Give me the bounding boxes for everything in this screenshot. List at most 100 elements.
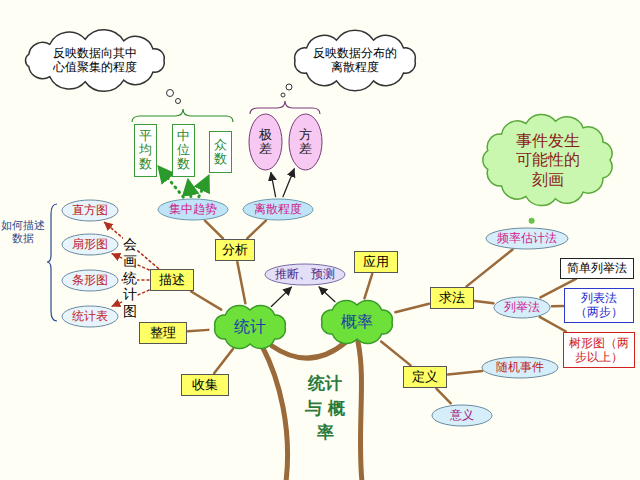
node-text: 描述 xyxy=(159,272,185,288)
node-text: 极差 xyxy=(259,128,272,157)
brace xyxy=(132,109,233,122)
branch-connector xyxy=(188,330,208,331)
branch-connector xyxy=(395,304,429,313)
method-box: 列表法（两步） xyxy=(564,288,634,323)
cloud-shape xyxy=(483,114,612,205)
node-text: 直方图 xyxy=(72,203,108,217)
node-text: 概率 xyxy=(341,312,373,331)
node-text: 统计 xyxy=(234,317,266,336)
dotg-connector xyxy=(188,179,191,196)
node-text: 整理 xyxy=(150,325,176,341)
method-ellipse: 意义 xyxy=(431,404,493,427)
method-box: 简单列举法 xyxy=(560,258,634,279)
node-text: 统计表 xyxy=(72,309,108,323)
trunk-left xyxy=(262,346,288,480)
topic-box: 应用 xyxy=(354,251,398,273)
brace-top xyxy=(132,109,233,122)
ellipse-shape xyxy=(62,270,118,291)
dotg-connector xyxy=(199,176,209,197)
branch-connector xyxy=(237,262,245,303)
brace xyxy=(250,101,320,114)
measure-ellipse: 方差 xyxy=(288,113,323,171)
tree-trunk xyxy=(262,342,362,480)
branch-connector xyxy=(448,371,482,375)
cloud-shape xyxy=(322,301,393,344)
node-text: 列表法（两步） xyxy=(571,291,627,320)
node-text: 随机事件 xyxy=(496,360,544,374)
brace-left xyxy=(47,204,57,321)
method-ellipse: 频率估计法 xyxy=(485,227,569,250)
thought-bubbles xyxy=(167,84,293,104)
chart-type-ellipse: 统计表 xyxy=(61,305,119,328)
arrowk-connector xyxy=(271,287,291,306)
branch-connector xyxy=(436,389,450,404)
ellipse-shape xyxy=(249,114,282,170)
cloud-shape xyxy=(26,29,165,91)
node-text: 收集 xyxy=(192,377,218,393)
bubble xyxy=(281,93,285,97)
node-text: 众数 xyxy=(214,138,227,167)
node-text: 树形图（两步以上） xyxy=(569,336,629,365)
brace-top xyxy=(250,101,320,114)
root-cloud: 概率 xyxy=(316,299,398,345)
node-text: 简单列举法 xyxy=(567,261,627,275)
measure-box: 众数 xyxy=(209,131,232,173)
branch-connector xyxy=(364,274,372,298)
concept-ellipse: 离散程度 xyxy=(242,198,314,221)
topic-box: 整理 xyxy=(139,322,187,344)
chart-type-ellipse: 直方图 xyxy=(61,199,119,222)
node-text: 条形图 xyxy=(72,273,108,287)
branch-connector xyxy=(467,250,513,287)
node-text: 分析 xyxy=(222,242,248,258)
node-text: 集中趋势 xyxy=(169,202,217,216)
arrowk-connector xyxy=(271,173,276,197)
node-text: 事件发生 可能性的 刻画 xyxy=(513,131,583,189)
concept-ellipse: 集中趋势 xyxy=(157,198,229,221)
branch-connector xyxy=(247,221,266,239)
node-text: 应用 xyxy=(363,254,389,270)
ellipse-shape xyxy=(158,199,228,220)
topic-box: 求法 xyxy=(430,287,474,309)
measure-ellipse: 极差 xyxy=(248,113,283,171)
bubble xyxy=(286,84,292,90)
branch-connector xyxy=(205,221,223,239)
thought-cloud: 反映数据分布的离散程度 xyxy=(289,33,421,88)
branch-connector xyxy=(475,301,493,303)
arrowk-connector xyxy=(319,287,335,302)
ellipse-shape xyxy=(62,200,118,221)
cloud-shape xyxy=(215,306,286,349)
topic-box: 收集 xyxy=(181,374,229,396)
node-text: 反映数据分布的离散程度 xyxy=(310,46,400,75)
branch-connector xyxy=(381,342,410,366)
branch-connector xyxy=(552,305,563,308)
ellipse-shape xyxy=(62,234,118,255)
node-text: 列举法 xyxy=(504,300,540,314)
branch-connector xyxy=(191,292,221,310)
branch-connector xyxy=(214,349,233,373)
ellipse-shape xyxy=(486,228,568,249)
thought-cloud: 事件发生 可能性的 刻画 xyxy=(480,115,616,205)
node-text: 定义 xyxy=(412,369,438,385)
ellipse-shape xyxy=(494,297,550,318)
node-text: 求法 xyxy=(439,290,465,306)
node-text: 反映数据向其中心值聚集的程度 xyxy=(50,46,140,75)
branch-connector xyxy=(540,317,566,332)
ellipse-shape xyxy=(482,357,558,378)
brace xyxy=(47,204,57,321)
bubble xyxy=(167,90,174,97)
ellipse-shape xyxy=(289,114,322,170)
cloud-shape xyxy=(295,30,416,91)
topic-box: 分析 xyxy=(215,239,255,261)
arrowk-connector xyxy=(283,169,294,197)
trunk-arch xyxy=(272,342,346,358)
measure-box: 中位数 xyxy=(172,124,195,177)
bubble xyxy=(176,99,181,104)
thought-cloud: 反映数据向其中心值聚集的程度 xyxy=(20,33,170,88)
chart-type-ellipse: 扇形图 xyxy=(61,233,119,256)
node-text: 中位数 xyxy=(177,129,190,172)
ellipse-shape xyxy=(265,264,345,285)
method-box: 树形图（两步以上） xyxy=(563,332,635,368)
node-text: 推断、预测 xyxy=(275,267,335,281)
topic-box: 描述 xyxy=(150,269,194,291)
